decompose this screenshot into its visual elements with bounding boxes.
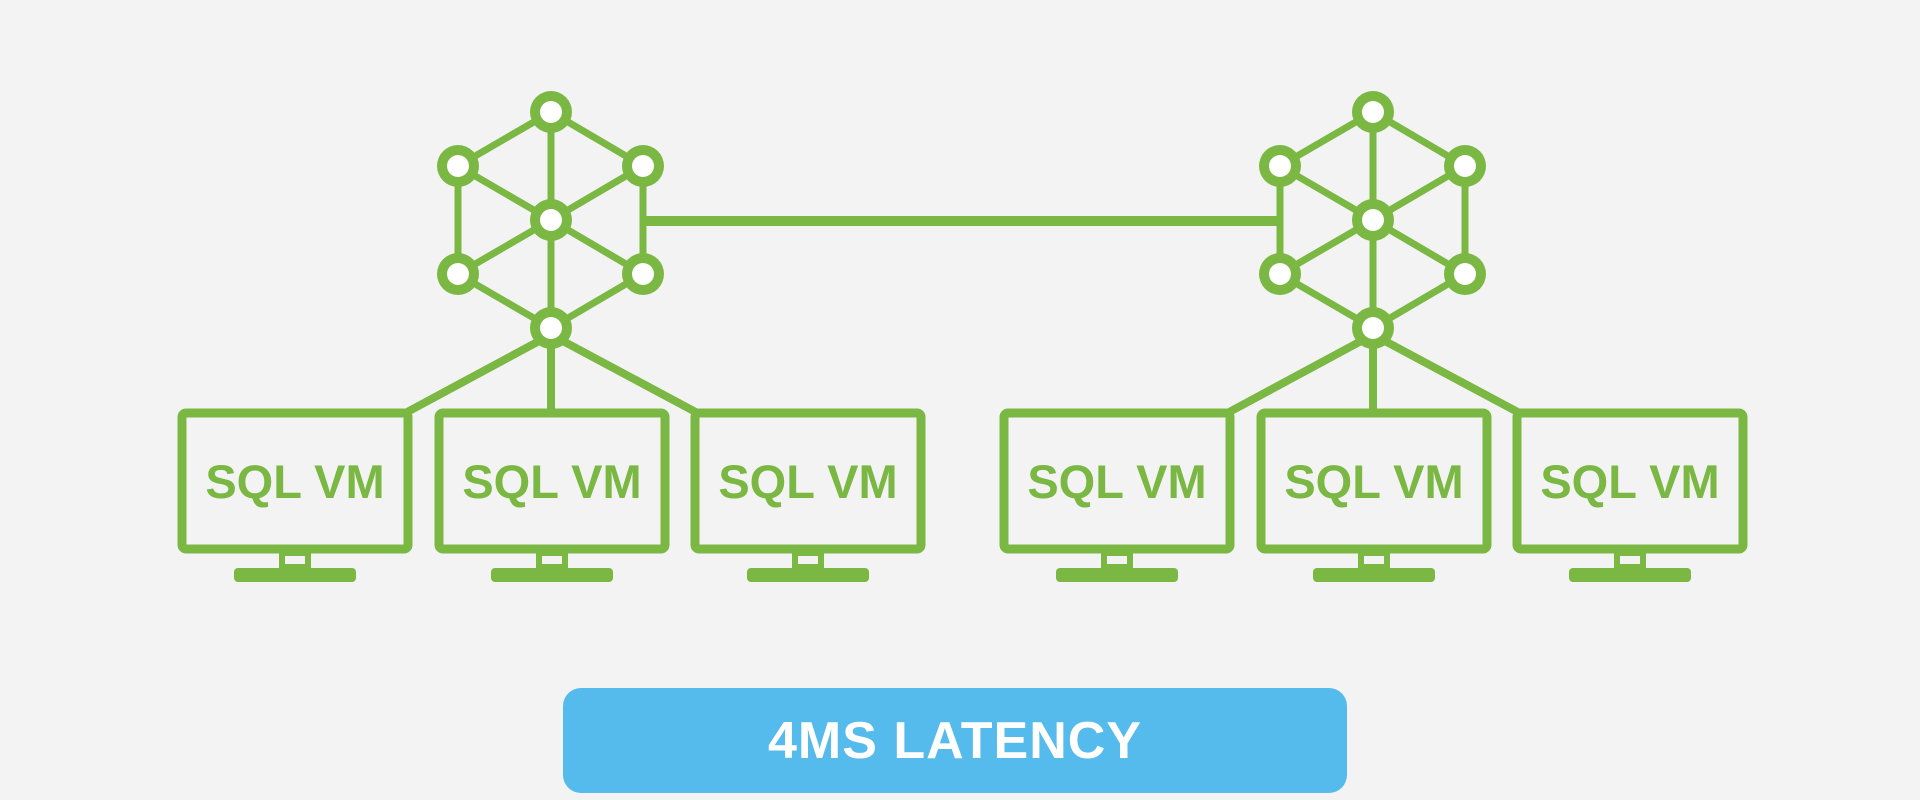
monitor-neck: [1358, 550, 1390, 570]
monitor-icon: SQL VM: [1256, 408, 1492, 582]
hub-node-center: [632, 155, 654, 177]
monitor-icon: SQL VM: [434, 408, 670, 582]
monitor-base: [1569, 568, 1691, 582]
hub-node-center: [1454, 155, 1476, 177]
monitor-screen: [177, 408, 413, 554]
network-hub-icon: [1259, 91, 1486, 349]
monitor-base: [234, 568, 356, 582]
hub-node-center: [1362, 317, 1384, 339]
cluster-group: SQL VM SQL VM SQL VM: [999, 91, 1748, 582]
monitor-screen: [1256, 408, 1492, 554]
hub-node-center: [632, 263, 654, 285]
cluster-group: SQL VM SQL VM SQL VM: [177, 91, 926, 582]
vm-label: SQL VM: [205, 455, 384, 508]
hub-node-center: [540, 209, 562, 231]
monitor-base: [747, 568, 869, 582]
monitor-screen: [1512, 408, 1748, 554]
hub-node-center: [1362, 209, 1384, 231]
monitor-base: [491, 568, 613, 582]
hub-node-center: [447, 155, 469, 177]
monitor-icon: SQL VM: [690, 408, 926, 582]
vm-label: SQL VM: [462, 455, 641, 508]
hub-node-center: [1269, 263, 1291, 285]
monitor-base: [1056, 568, 1178, 582]
monitor-neck: [279, 550, 311, 570]
monitor-neck: [1614, 550, 1646, 570]
monitor-base: [1313, 568, 1435, 582]
hub-node-center: [1454, 263, 1476, 285]
monitor-screen: [690, 408, 926, 554]
hub-node-center: [447, 263, 469, 285]
monitor-icon: SQL VM: [1512, 408, 1748, 582]
monitor-neck: [792, 550, 824, 570]
latency-label: 4MS LATENCY: [767, 711, 1143, 770]
monitor-icon: SQL VM: [999, 408, 1235, 582]
vm-link-line: [559, 336, 707, 421]
monitor-screen: [434, 408, 670, 554]
hub-node-center: [540, 317, 562, 339]
vm-link-line: [1381, 336, 1529, 421]
vm-label: SQL VM: [1027, 455, 1206, 508]
vm-link-line: [396, 336, 543, 421]
hub-node-center: [540, 101, 562, 123]
vm-label: SQL VM: [718, 455, 897, 508]
vm-label: SQL VM: [1284, 455, 1463, 508]
hub-node-center: [1362, 101, 1384, 123]
latency-banner: 4MS LATENCY: [563, 688, 1347, 793]
vm-label: SQL VM: [1540, 455, 1719, 508]
monitor-screen: [999, 408, 1235, 554]
monitor-neck: [536, 550, 568, 570]
hub-node-center: [1269, 155, 1291, 177]
network-hub-icon: [437, 91, 664, 349]
monitor-icon: SQL VM: [177, 408, 413, 582]
vm-link-line: [1218, 336, 1365, 421]
monitor-neck: [1101, 550, 1133, 570]
